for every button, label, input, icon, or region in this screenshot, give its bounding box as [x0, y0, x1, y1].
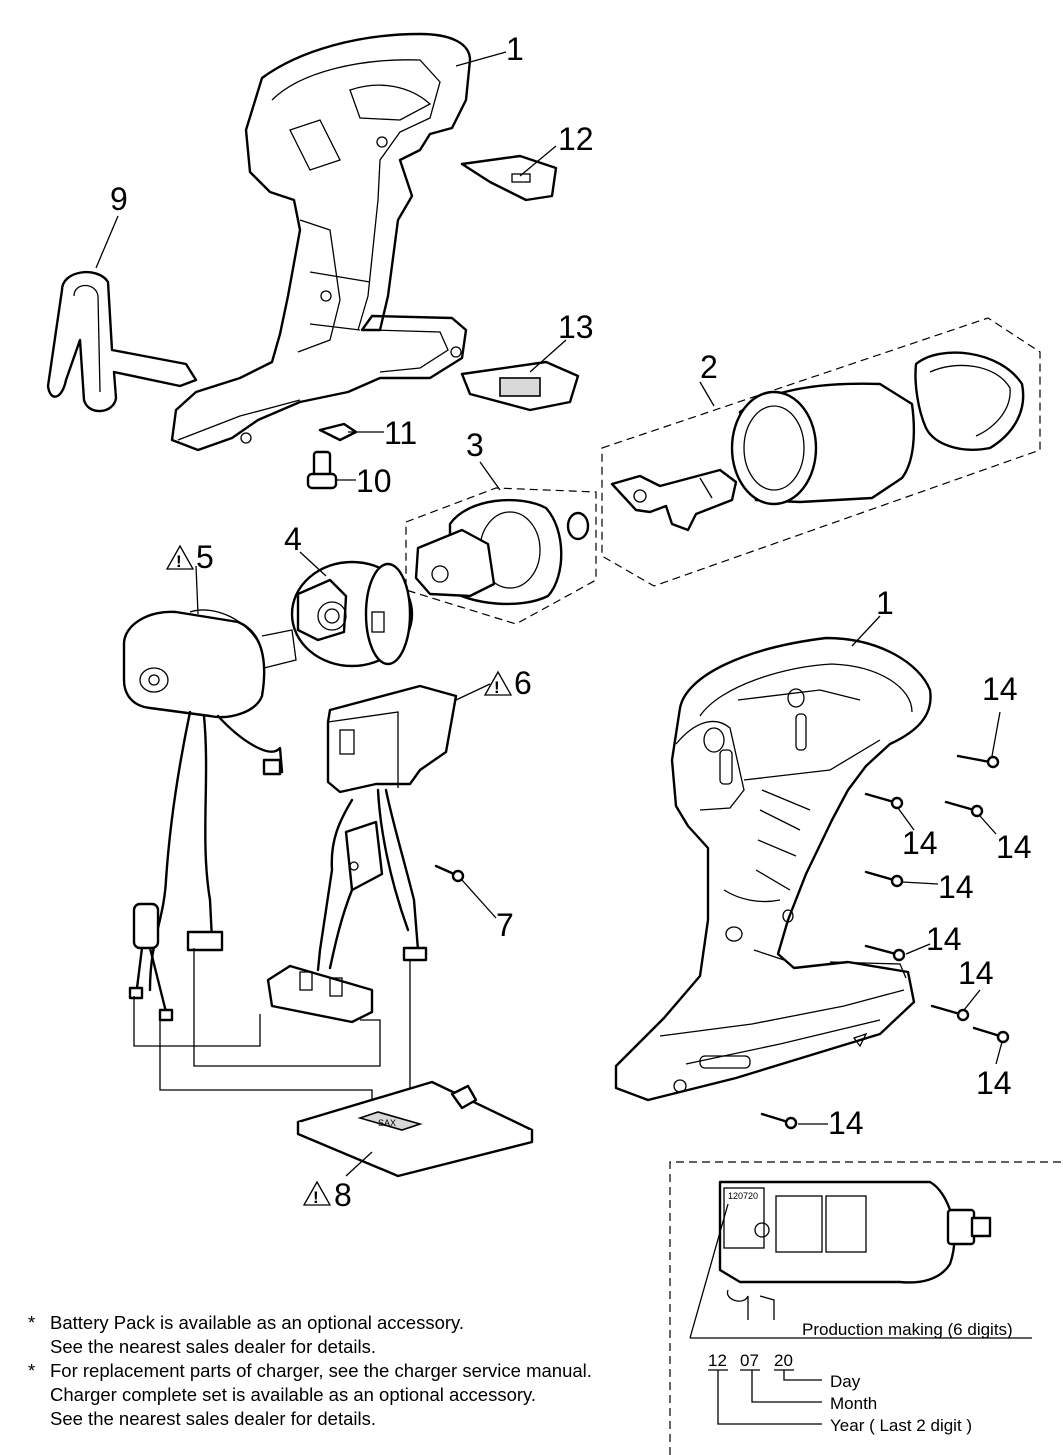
washer-part	[566, 511, 590, 541]
callout-10: 10	[356, 463, 392, 499]
callout-14-g: 14	[976, 1065, 1012, 1101]
callout-7: 7	[496, 907, 514, 943]
board-marking: SAX	[378, 1118, 396, 1128]
note-2-line-1: * For replacement parts of charger, see …	[28, 1360, 592, 1381]
month-label: Month	[830, 1394, 877, 1413]
callout-9: 9	[110, 181, 128, 217]
callout-6: 6	[514, 665, 532, 701]
day-label: Day	[830, 1372, 861, 1391]
callout-numbers: 1 12 9 13 2 3 11 10 4 5 6 7 8 1 14 14 14…	[110, 31, 1032, 1213]
warning-icons: ! ! !	[165, 544, 513, 1207]
hammer-case-part	[730, 382, 916, 506]
year-label: Year ( Last 2 digit )	[830, 1416, 972, 1435]
callout-2: 2	[700, 349, 718, 385]
battery-body: 120720	[718, 1180, 992, 1320]
callout-14-e: 14	[926, 921, 962, 957]
callout-14-d: 14	[938, 869, 974, 905]
callout-1-top: 1	[506, 31, 524, 67]
callout-13: 13	[558, 309, 594, 345]
terminal-block-part	[266, 964, 374, 1024]
date-code-label: 120720	[728, 1191, 758, 1201]
bumper-cap-part	[914, 351, 1025, 451]
warning-icon: !	[165, 544, 195, 571]
note-1-line-1: * Battery Pack is available as an option…	[28, 1312, 465, 1333]
callout-leaders	[95, 51, 1003, 1177]
callout-14-a: 14	[982, 671, 1018, 707]
housing-half-part	[170, 32, 472, 452]
anvil-part	[610, 468, 738, 532]
gear-case-part	[290, 560, 414, 668]
callout-8: 8	[334, 1177, 352, 1213]
motor-part	[122, 609, 297, 1022]
belt-hook-part	[46, 270, 198, 413]
year-digits: 12	[708, 1351, 727, 1370]
note-1-line-2: See the nearest sales dealer for details…	[50, 1336, 376, 1357]
small-plate-part	[460, 154, 558, 202]
screw-part	[306, 450, 338, 490]
assembled-impact-driver	[614, 636, 932, 1102]
note-2-line-2: Charger complete set is available as an …	[50, 1384, 537, 1405]
callout-1-right: 1	[876, 585, 894, 621]
day-digits: 20	[774, 1351, 793, 1370]
callout-14-b: 14	[902, 825, 938, 861]
callout-14-f: 14	[958, 955, 994, 991]
switch-part	[316, 684, 458, 972]
svg-text:!: !	[176, 552, 182, 571]
hammer-assembly-box	[405, 487, 597, 625]
note-2-line-3: See the nearest sales dealer for details…	[50, 1408, 376, 1429]
callout-14-h: 14	[828, 1105, 864, 1141]
wiring	[133, 948, 411, 1124]
svg-text:!: !	[494, 678, 500, 697]
hammer-case-assembly-box	[601, 317, 1041, 587]
callout-5: 5	[196, 539, 214, 575]
callout-11: 11	[384, 415, 417, 451]
callout-3: 3	[466, 427, 484, 463]
controller-board-part: SAX	[296, 1080, 534, 1178]
warning-icon: !	[302, 1180, 332, 1207]
callout-4: 4	[284, 521, 302, 557]
screws-14	[760, 754, 1010, 1130]
callout-12: 12	[558, 121, 594, 157]
footnotes: * Battery Pack is available as an option…	[28, 1311, 668, 1431]
production-making-label: Production making (6 digits)	[802, 1320, 1013, 1339]
callout-14-c: 14	[996, 829, 1032, 865]
small-screw-part	[434, 864, 465, 883]
production-inset: 120720 Production making (6 digits) 12 0…	[669, 1161, 1063, 1455]
hammer-part	[414, 498, 563, 606]
warning-icon: !	[483, 670, 513, 697]
svg-text:!: !	[313, 1188, 319, 1207]
month-digits: 07	[740, 1351, 759, 1370]
